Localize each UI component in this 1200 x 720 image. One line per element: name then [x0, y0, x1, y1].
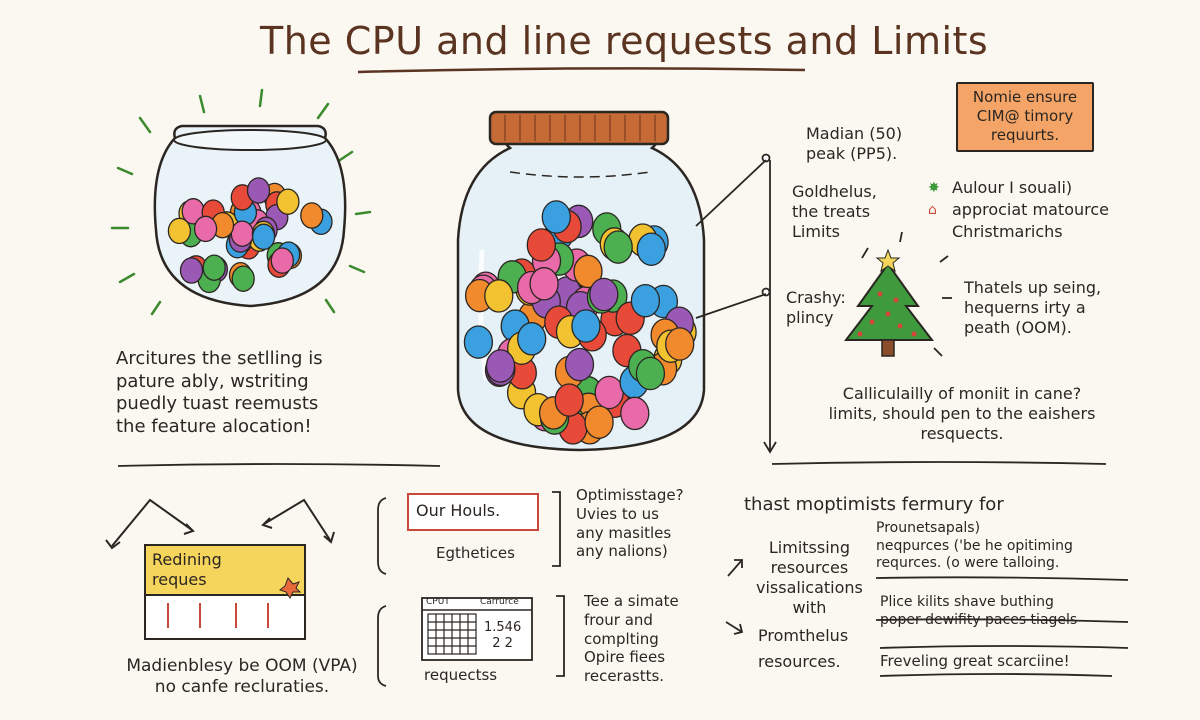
goldhelus-label: Goldhelus, the treats Limits — [792, 182, 877, 241]
our-houls-label: Our Houls. — [416, 501, 501, 520]
candy — [484, 279, 514, 313]
requests-box-label: Redining reques — [152, 550, 222, 589]
candy — [526, 228, 556, 262]
christmarichs-label: Christmarichs — [952, 222, 1063, 241]
small-candy-jar — [110, 88, 372, 316]
candy — [589, 277, 619, 312]
optimisstage-label: Optimisstage? Uvies to us any masitles a… — [576, 486, 684, 561]
table-head-left: CPUT — [426, 597, 450, 607]
candy — [179, 257, 204, 284]
divider-right — [771, 461, 1107, 465]
median-label: Madian (50) peak (PP5). — [806, 124, 903, 163]
candy — [603, 230, 633, 264]
calliculailly-label: Calliculailly of moniit in cane? limits,… — [828, 384, 1096, 443]
candy — [270, 247, 294, 274]
candy — [517, 322, 547, 356]
aulour-label: Aulour I souali) — [952, 178, 1073, 197]
left-caption: Arcitures the setlling is pature ably, w… — [116, 348, 323, 437]
candy — [246, 177, 271, 204]
candy — [251, 223, 276, 251]
promthelus-label: Promthelus — [758, 626, 849, 645]
resources-label: resources. — [758, 652, 841, 671]
big-jar-candies — [463, 200, 697, 445]
christmas-tree-icon — [843, 231, 952, 357]
big-candy-jar — [456, 110, 706, 452]
candy — [584, 405, 614, 439]
candy — [300, 202, 324, 229]
candy — [554, 383, 584, 417]
candy — [202, 254, 226, 281]
star-icon: ✸ — [928, 180, 940, 196]
orange-sticky-note: Nomie ensure CIM@ timory requurts. — [956, 82, 1094, 152]
candy — [630, 283, 661, 318]
connector-lines — [695, 153, 777, 454]
approciat-label: approciat matource — [952, 200, 1109, 219]
title-underline — [357, 67, 806, 74]
bottom-right-sketch — [725, 559, 1129, 677]
candy — [665, 327, 695, 361]
plice-label: Plice kilits shave buthing poper dewifit… — [880, 594, 1078, 628]
table-head-right: Carrurce — [480, 597, 519, 607]
lid-ridges — [504, 115, 656, 141]
mini-grid — [427, 613, 477, 655]
page-title: The CPU and line requests and Limits — [260, 19, 989, 63]
requectss-label: requectss — [424, 666, 498, 684]
candy — [167, 217, 192, 245]
candy — [564, 347, 595, 382]
bottom-middle-sketch — [377, 491, 565, 687]
limitssing-label: Limitssing resources vissalications with — [756, 538, 863, 617]
candy — [485, 349, 516, 383]
small-jar-candies — [167, 177, 333, 294]
optimists-header: thast moptimists fermury for — [744, 494, 1004, 515]
candy — [635, 356, 666, 391]
candy — [594, 375, 624, 410]
candy — [620, 396, 650, 431]
candy — [193, 215, 218, 243]
candy — [230, 220, 254, 247]
requests-box-diagram — [105, 498, 335, 640]
table-value: 1.546 2 2 — [484, 620, 522, 652]
jar-lid — [488, 110, 670, 146]
candy — [573, 254, 603, 289]
candy — [541, 200, 571, 234]
egthetices-label: Egthetices — [436, 544, 515, 562]
thatels-label: Thatels up seing, hequerns irty a peath … — [964, 278, 1102, 337]
candy — [529, 267, 559, 301]
candy — [571, 309, 601, 343]
crashy-label: Crashy: plincy — [786, 288, 846, 327]
candy — [276, 188, 300, 215]
tee-label: Tee a simate frour and complting Opire f… — [584, 592, 679, 685]
prounetsapals-label: Prounetsapals) neqpurces ('be he opitimi… — [876, 520, 1073, 571]
house-icon: ⌂ — [928, 202, 937, 218]
freveling-label: Freveling great scarciine! — [880, 652, 1070, 670]
glow-rays — [110, 88, 372, 316]
oom-vpa-caption: Madienblesy be OOM (VPA) no canfe reclur… — [126, 656, 358, 698]
candy — [636, 232, 666, 266]
candy — [231, 265, 255, 292]
candy — [463, 325, 494, 359]
divider-left — [117, 463, 441, 467]
